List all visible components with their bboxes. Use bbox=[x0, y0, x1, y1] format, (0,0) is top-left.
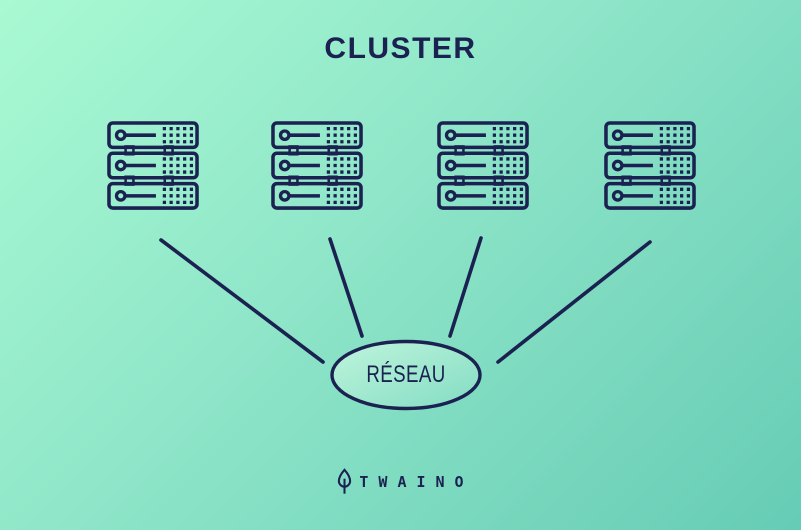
network-ellipse bbox=[330, 339, 482, 411]
edge-server1-network bbox=[159, 238, 325, 364]
brand-footer: TWAINO bbox=[0, 468, 801, 495]
edge-server2-network bbox=[328, 237, 364, 338]
leaf-icon bbox=[338, 468, 352, 494]
edge-server4-network bbox=[496, 240, 652, 364]
network-label: RÉSEAU bbox=[366, 361, 446, 388]
edge-server3-network bbox=[448, 236, 483, 338]
diagram-title: CLUSTER bbox=[324, 32, 477, 65]
brand-name: TWAINO bbox=[359, 472, 474, 491]
